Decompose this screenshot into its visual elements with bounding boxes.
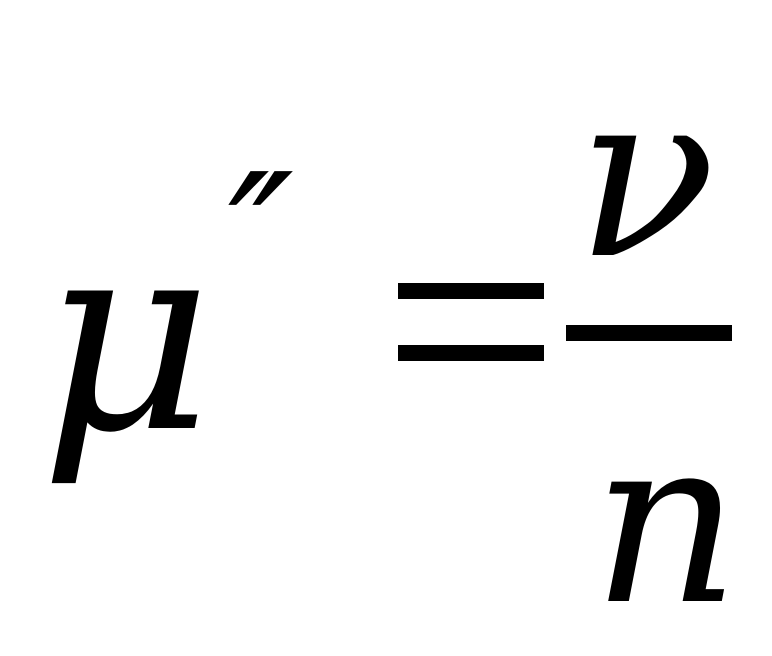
fraction-denominator: n	[592, 389, 741, 656]
equals-bottom-bar	[398, 345, 544, 361]
double-prime-mark: ′′	[228, 134, 294, 350]
fraction-numerator: ν	[576, 43, 716, 310]
equals-sign	[398, 283, 544, 363]
mu-symbol: μ	[40, 183, 213, 491]
equals-top-bar	[398, 283, 544, 299]
fraction-line	[566, 325, 732, 341]
